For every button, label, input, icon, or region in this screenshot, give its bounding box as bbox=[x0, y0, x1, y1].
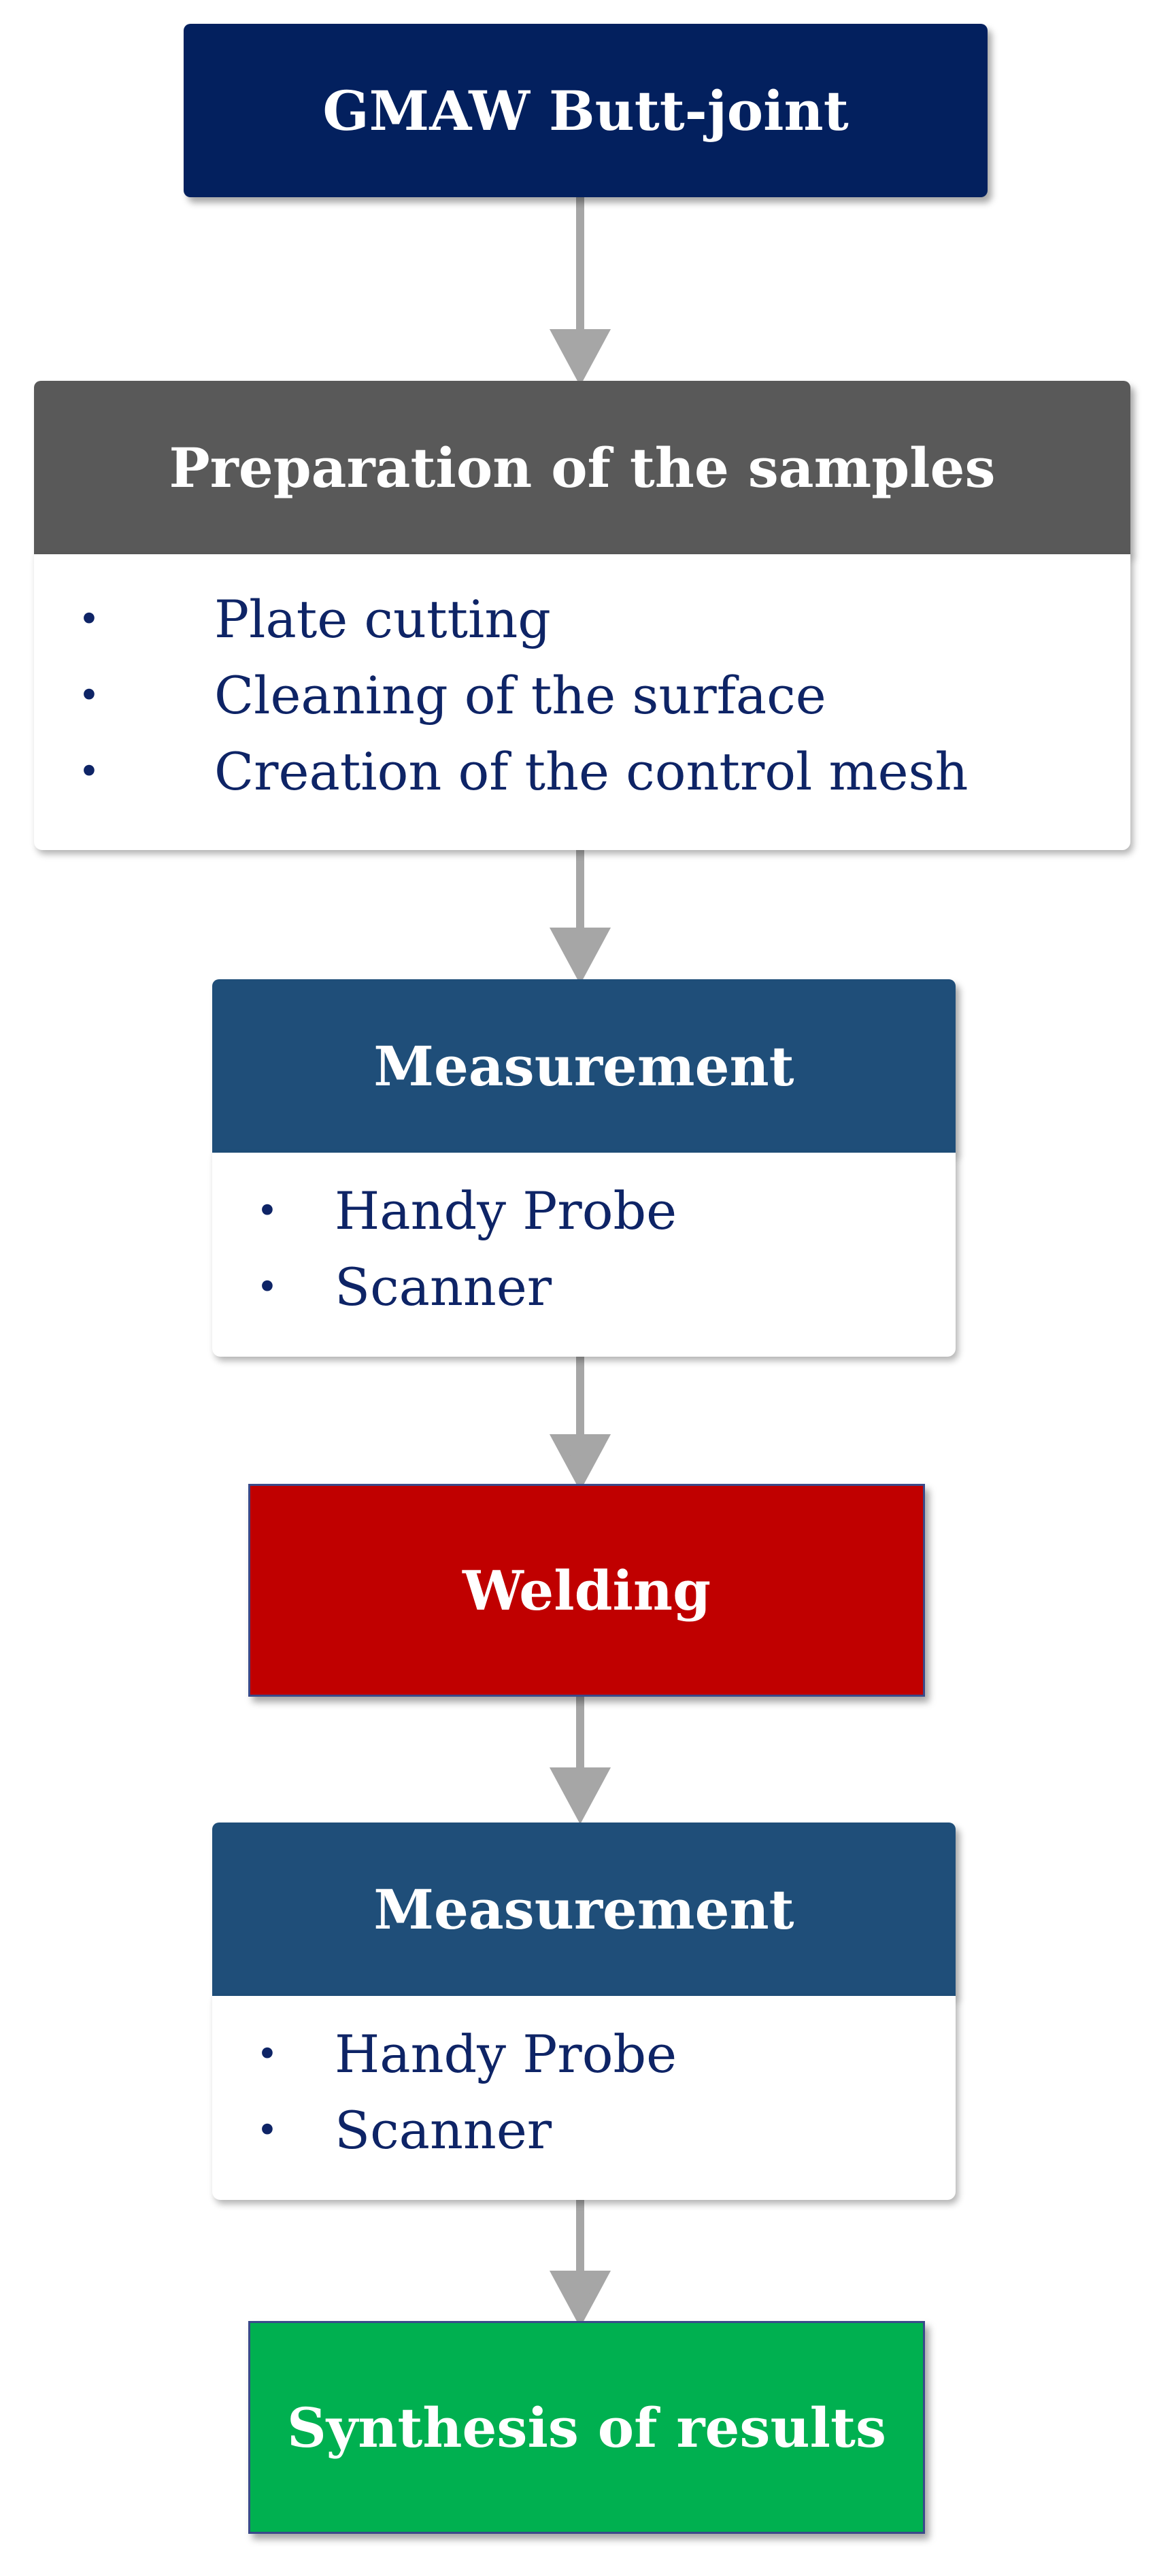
step-start-box: GMAW Butt-joint bbox=[184, 24, 988, 197]
bullet-icon: • bbox=[256, 1266, 278, 1308]
list-item: • Creation of the control mesh bbox=[34, 734, 1130, 810]
bullet-icon: • bbox=[78, 674, 100, 717]
step-synthesis-box: Synthesis of results bbox=[248, 2321, 925, 2534]
step-welding-box: Welding bbox=[248, 1484, 925, 1697]
arrowhead-1 bbox=[549, 329, 611, 386]
step-start-title: GMAW Butt-joint bbox=[322, 78, 849, 143]
bullet-icon: • bbox=[256, 2033, 278, 2075]
list-item-text: Scanner bbox=[335, 2100, 552, 2160]
list-item: • Handy Probe bbox=[212, 1173, 956, 1249]
list-item-text: Scanner bbox=[335, 1257, 552, 1317]
bullet-icon: • bbox=[78, 750, 100, 793]
list-item-text: Handy Probe bbox=[335, 1181, 677, 1241]
list-item-text: Cleaning of the surface bbox=[214, 665, 826, 726]
list-item: • Handy Probe bbox=[212, 2016, 956, 2092]
arrowhead-2 bbox=[549, 928, 611, 985]
list-item-text: Handy Probe bbox=[335, 2024, 677, 2084]
bullet-icon: • bbox=[256, 1189, 278, 1232]
step-preparation-list-panel: • Plate cutting • Cleaning of the surfac… bbox=[34, 554, 1130, 850]
list-item: • Scanner bbox=[212, 1249, 956, 1325]
step-measurement-after-title: Measurement bbox=[373, 1877, 794, 1942]
list-item: • Plate cutting bbox=[34, 581, 1130, 658]
step-measurement-before-header: Measurement bbox=[212, 979, 956, 1153]
list-item: • Cleaning of the surface bbox=[34, 658, 1130, 734]
step-measurement-before-title: Measurement bbox=[373, 1034, 794, 1098]
arrowhead-3 bbox=[549, 1434, 611, 1491]
list-item-text: Plate cutting bbox=[214, 589, 551, 649]
step-measurement-after-header: Measurement bbox=[212, 1823, 956, 1996]
bullet-icon: • bbox=[256, 2109, 278, 2152]
list-item: • Scanner bbox=[212, 2092, 956, 2169]
arrowhead-5 bbox=[549, 2271, 611, 2328]
step-measurement-after-list-panel: • Handy Probe • Scanner bbox=[212, 1996, 956, 2200]
step-welding-title: Welding bbox=[462, 1558, 711, 1623]
step-preparation-header: Preparation of the samples bbox=[34, 381, 1130, 554]
step-synthesis-title: Synthesis of results bbox=[286, 2395, 886, 2460]
step-preparation-title: Preparation of the samples bbox=[169, 435, 996, 500]
bullet-icon: • bbox=[78, 598, 100, 641]
arrowhead-4 bbox=[549, 1767, 611, 1825]
step-measurement-before-list-panel: • Handy Probe • Scanner bbox=[212, 1153, 956, 1357]
list-item-text: Creation of the control mesh bbox=[214, 741, 969, 802]
